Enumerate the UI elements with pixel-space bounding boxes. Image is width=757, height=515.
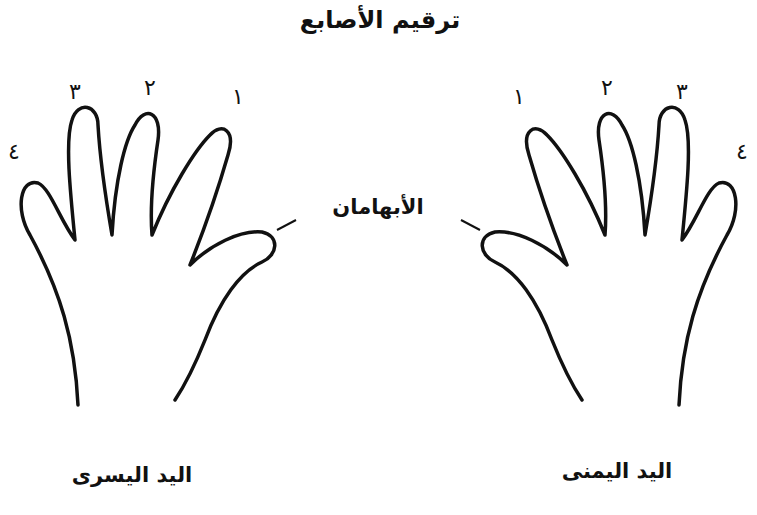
finger-number: ٣ <box>676 79 688 105</box>
left-hand-outline <box>21 107 275 405</box>
finger-number: ٢ <box>601 75 613 101</box>
finger-number: ٣ <box>69 79 81 105</box>
finger-number: ٢ <box>144 75 156 101</box>
leader-line <box>277 220 296 230</box>
hand-name: اليد اليسرى <box>72 463 192 488</box>
thumbs-label: الأبهامان <box>332 195 423 220</box>
finger-number: ٤ <box>8 139 20 165</box>
finger-number: ١ <box>232 84 244 110</box>
hand-name: اليد اليمنى <box>562 459 673 484</box>
leader-line <box>461 220 480 230</box>
finger-number: ٤ <box>736 139 748 165</box>
finger-number: ١ <box>513 84 525 110</box>
diagram-title: ترقيم الأصابع <box>300 6 460 35</box>
right-hand-outline <box>482 107 736 405</box>
